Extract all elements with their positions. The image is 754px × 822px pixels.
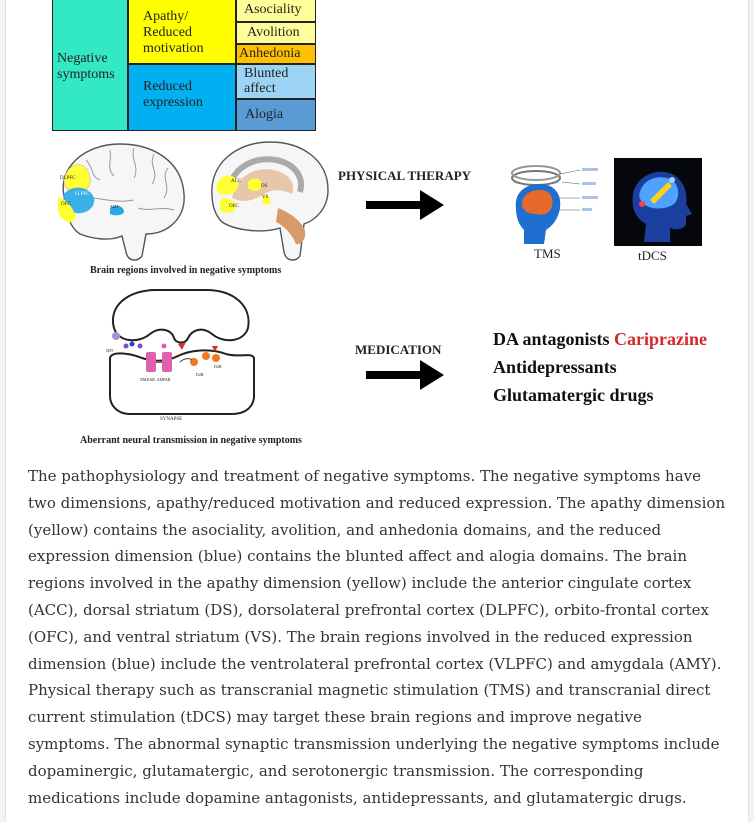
anhedonia-cell: Anhedonia — [236, 44, 316, 64]
figure: Negative symptoms Apathy/ Reduced motiva… — [6, 0, 748, 458]
blunted-affect-label: Blunted affect — [244, 66, 289, 97]
medication-list: DA antagonists Cariprazine Antidepressan… — [493, 325, 707, 409]
figure-card: Negative symptoms Apathy/ Reduced motiva… — [5, 0, 749, 822]
ofc-left-label: OFC — [61, 202, 71, 207]
blunted-affect-cell: Blunted affect — [236, 64, 316, 99]
avolition-label: Avolition — [247, 25, 300, 40]
ds-label: DS — [261, 184, 268, 189]
d2r-left-label: D2R — [196, 372, 204, 377]
medication-arrow — [366, 360, 444, 390]
apathy-label: Apathy/ Reduced motivation — [143, 9, 204, 57]
tdcs-label: tDCS — [638, 248, 667, 263]
physical-therapy-arrow — [366, 190, 444, 220]
ofc-right-label: OFC — [229, 204, 239, 209]
apathy-cell: Apathy/ Reduced motivation — [128, 0, 236, 64]
antidepressants-text: Antidepressants — [493, 357, 617, 377]
synapse-caption: Aberrant neural transmission in negative… — [80, 435, 302, 446]
asociality-cell: Asociality — [236, 0, 316, 22]
negative-symptoms-cell: Negative symptoms — [52, 0, 128, 131]
brain-midsagittal-illustration — [211, 141, 329, 261]
tms-illustration — [511, 165, 598, 244]
anhedonia-label: Anhedonia — [239, 46, 301, 61]
5ht-label: 5HT — [106, 348, 114, 353]
avolition-cell: Avolition — [236, 22, 316, 44]
cariprazine-text: Cariprazine — [614, 329, 708, 349]
glutamatergic-text: Glutamatergic drugs — [493, 385, 654, 405]
tms-label: TMS — [534, 246, 561, 261]
medication-item-da: DA antagonists Cariprazine — [493, 325, 707, 353]
amy-label: AMY — [110, 204, 120, 209]
synapse-illustration — [109, 289, 255, 415]
figure-caption: The pathophysiology and treatment of neg… — [28, 467, 726, 807]
alogia-label: Alogia — [245, 107, 284, 122]
nmdar-ampar-label: NMDAR AMPAR — [140, 377, 171, 382]
medication-label: MEDICATION — [355, 342, 442, 357]
physical-therapy-label: PHYSICAL THERAPY — [338, 168, 472, 183]
brain-regions-caption: Brain regions involved in negative sympt… — [90, 265, 282, 276]
acc-label: ACC — [231, 179, 242, 184]
brain-lateral-illustration — [58, 143, 185, 261]
d2r-right-label: D2R — [214, 364, 222, 369]
reduced-expression-cell: Reduced expression — [128, 64, 236, 131]
vs-label: VS — [262, 195, 269, 200]
dlpfc-label: DLPFC — [60, 176, 76, 181]
asociality-label: Asociality — [244, 2, 302, 17]
tdcs-illustration — [614, 158, 702, 246]
synapse-label: SYNAPSE — [160, 417, 183, 422]
vlpfc-label: VLPFC — [74, 192, 90, 197]
da-antagonists-text: DA antagonists — [493, 329, 610, 349]
alogia-cell: Alogia — [236, 99, 316, 131]
negative-symptoms-label: Negative symptoms — [57, 51, 115, 83]
reduced-expression-label: Reduced expression — [143, 79, 203, 111]
